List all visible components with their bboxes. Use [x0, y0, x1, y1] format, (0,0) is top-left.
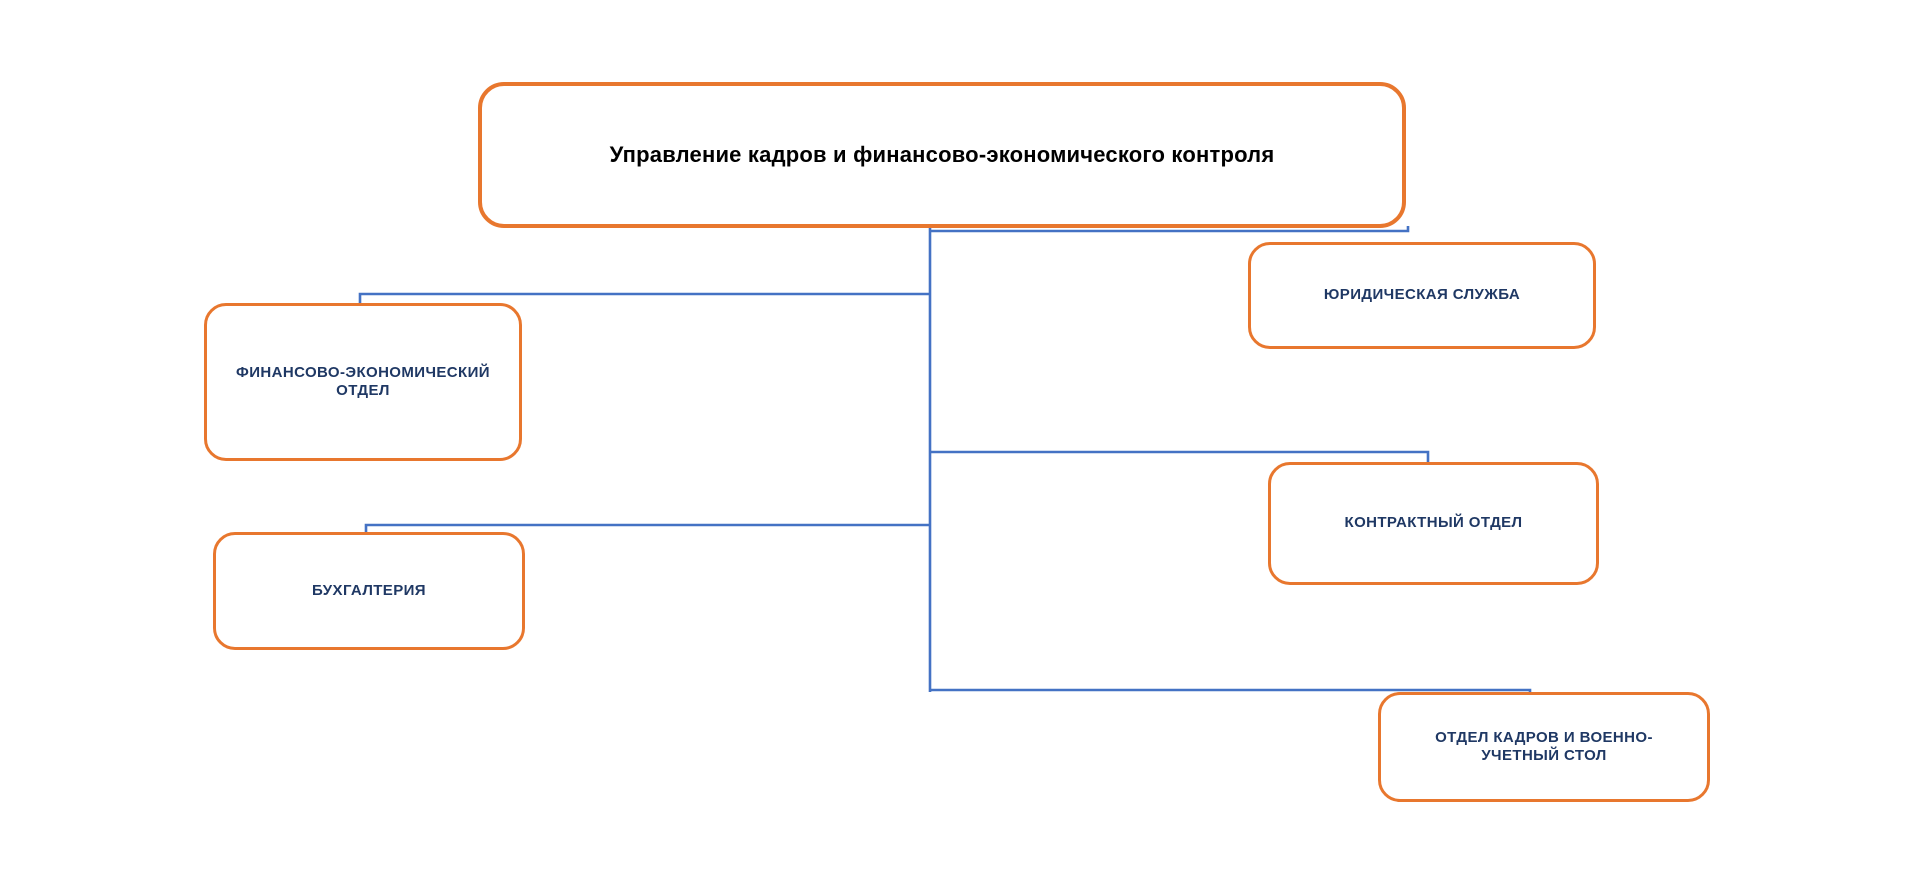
node-legal-label: ЮРИДИЧЕСКАЯ СЛУЖБА [1323, 286, 1521, 304]
node-hr-label: ОТДЕЛ КАДРОВ И ВОЕННО-УЧЕТНЫЙ СТОЛ [1435, 728, 1653, 764]
node-hr[interactable]: ОТДЕЛ КАДРОВ И ВОЕННО-УЧЕТНЫЙ СТОЛ [1378, 692, 1710, 802]
node-finecon-label: ФИНАНСОВО-ЭКОНОМИЧЕСКИЙ ОТДЕЛ [236, 363, 490, 399]
node-accounting[interactable]: БУХГАЛТЕРИЯ [213, 532, 525, 650]
node-accounting-label: БУХГАЛТЕРИЯ [312, 581, 426, 599]
node-contract-label: КОНТРАКТНЫЙ ОТДЕЛ [1344, 514, 1523, 532]
node-root-label: Управление кадров и финансово-экономичес… [609, 141, 1275, 167]
node-finecon[interactable]: ФИНАНСОВО-ЭКОНОМИЧЕСКИЙ ОТДЕЛ [204, 303, 522, 461]
node-root[interactable]: Управление кадров и финансово-экономичес… [478, 82, 1406, 228]
node-legal[interactable]: ЮРИДИЧЕСКАЯ СЛУЖБА [1248, 242, 1596, 349]
connector-to-contract [930, 450, 1430, 462]
node-contract[interactable]: КОНТРАКТНЫЙ ОТДЕЛ [1268, 462, 1599, 585]
